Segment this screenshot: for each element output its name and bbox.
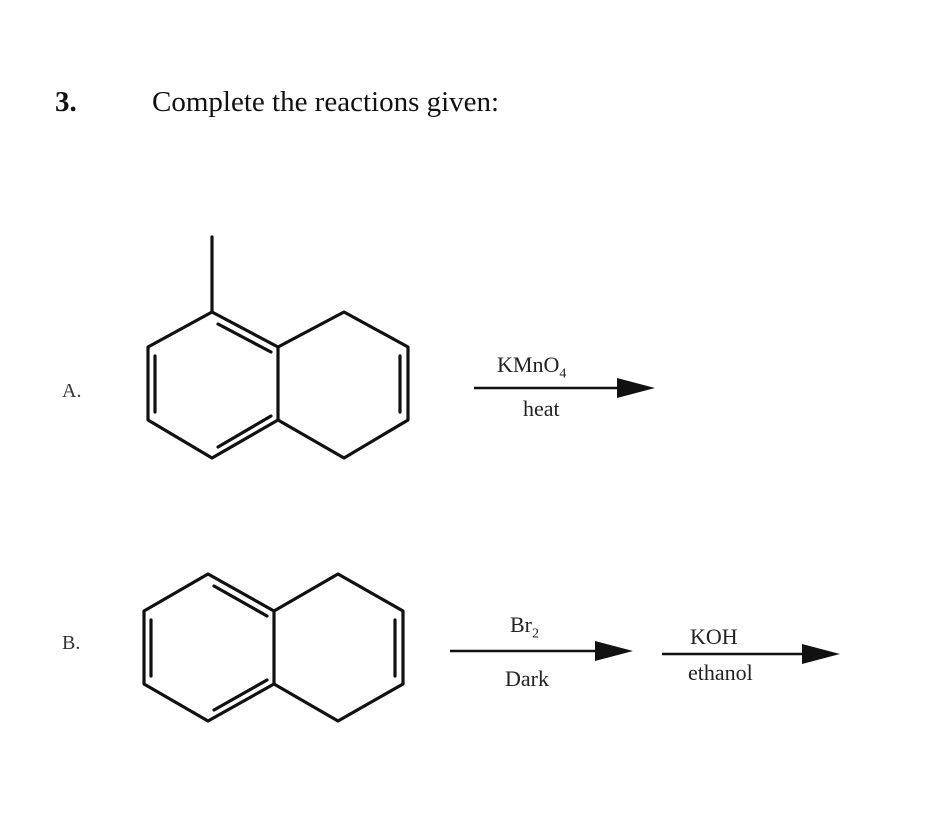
reaction-b-arrow-2 xyxy=(662,644,840,664)
reaction-b-arrow-1 xyxy=(450,641,633,661)
reagent-kmno4: KMnO4 xyxy=(497,352,567,382)
aromatic-double-bond xyxy=(216,414,273,449)
dihydro-ring-b xyxy=(272,572,405,723)
benzene-ring-a xyxy=(146,310,280,460)
benzene-ring-b xyxy=(142,572,276,723)
reagent-br2: Br2 xyxy=(510,612,539,642)
reagent-koh: KOH xyxy=(690,624,738,649)
aromatic-double-bond xyxy=(212,678,269,712)
molecule-b-structure xyxy=(142,572,405,723)
reaction-a-label: A. xyxy=(62,380,82,402)
question-prompt: Complete the reactions given: xyxy=(152,86,500,118)
molecule-a-structure xyxy=(146,235,410,460)
reaction-b-label: B. xyxy=(62,632,81,654)
reaction-a-arrow xyxy=(474,378,655,398)
solvent-ethanol: ethanol xyxy=(688,660,753,685)
condition-dark: Dark xyxy=(505,666,549,691)
aromatic-double-bond xyxy=(212,584,269,618)
dihydro-ring-a xyxy=(276,310,410,460)
question-number: 3. xyxy=(55,86,77,118)
aromatic-double-bond xyxy=(216,322,273,354)
condition-heat: heat xyxy=(523,396,560,421)
